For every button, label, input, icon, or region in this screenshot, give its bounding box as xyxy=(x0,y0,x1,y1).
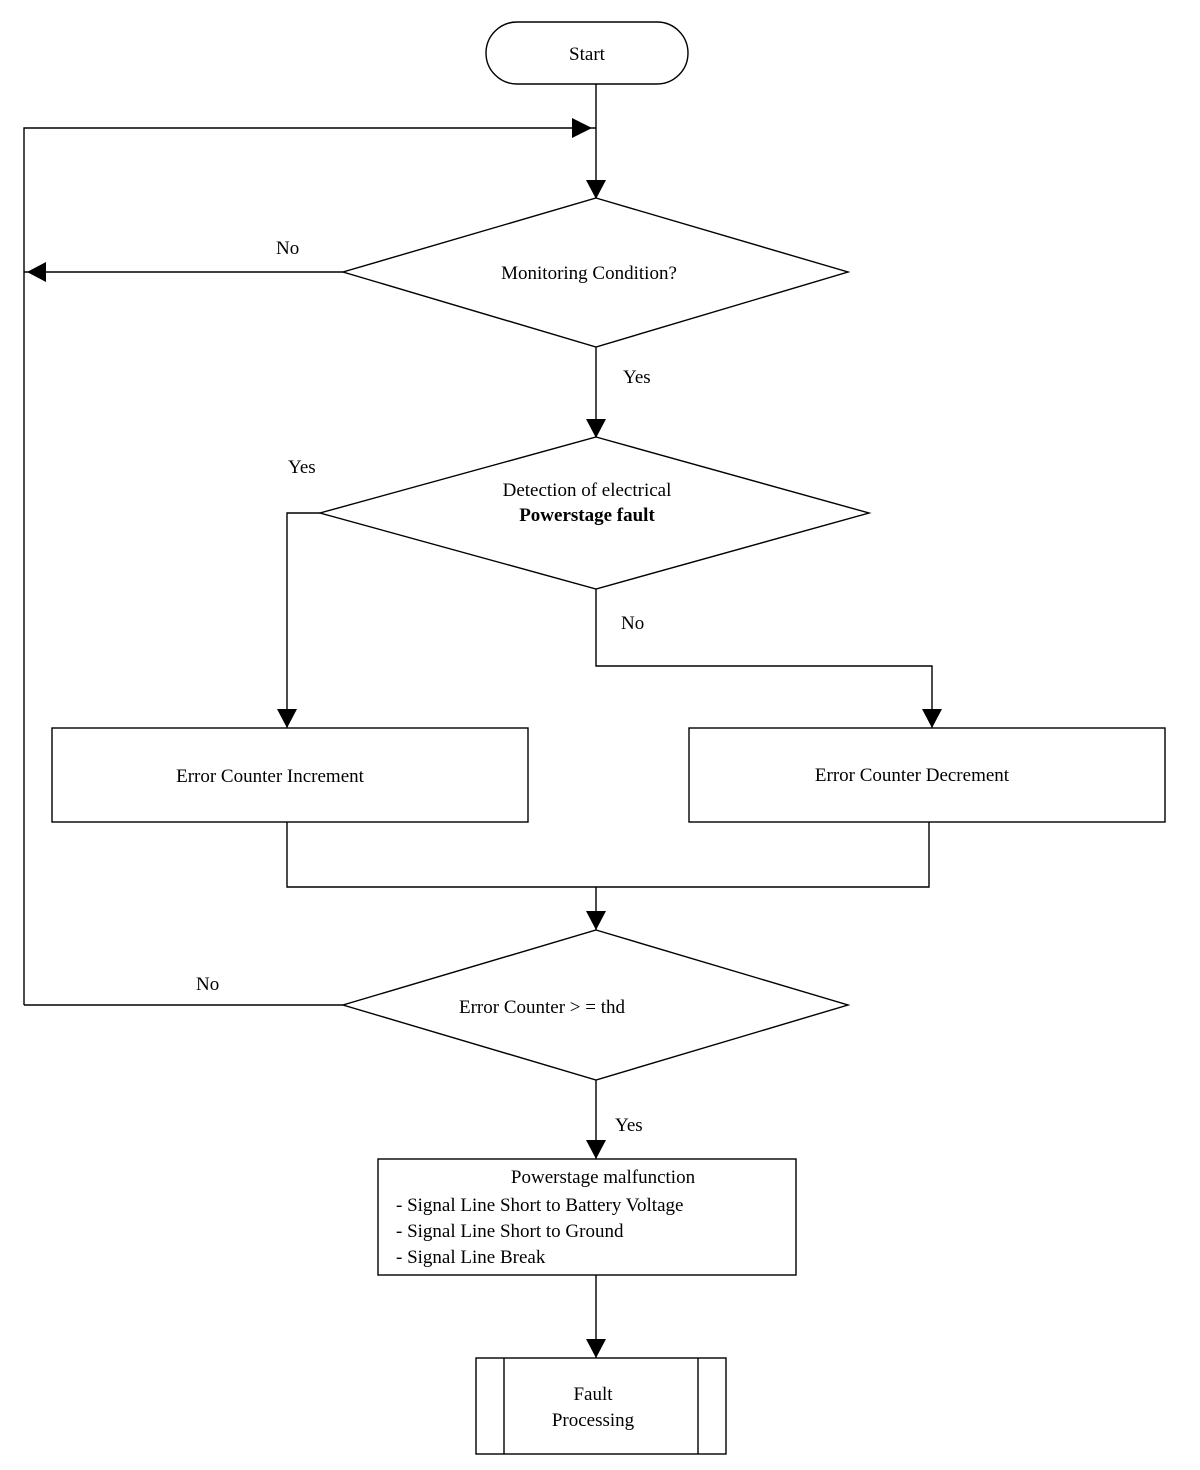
fault-processing-label-line2: Processing xyxy=(552,1410,635,1431)
malfunction-item: - Signal Line Short to Battery Voltage xyxy=(396,1195,683,1216)
malfunction-title: Powerstage malfunction xyxy=(511,1167,696,1188)
arrowhead-into-malfunction xyxy=(586,1140,606,1159)
arrowhead-into-decrement xyxy=(922,709,942,728)
arrowhead-into-threshold xyxy=(586,911,606,930)
arrowhead-into-monitoring xyxy=(586,180,606,199)
threshold-no-label: No xyxy=(196,974,219,995)
detection-label-line2: Powerstage fault xyxy=(519,505,655,526)
error-counter-increment-label: Error Counter Increment xyxy=(176,766,365,787)
monitoring-yes-label: Yes xyxy=(623,367,651,388)
malfunction-item: - Signal Line Break xyxy=(396,1247,546,1268)
connector-increment-merge xyxy=(286,822,596,888)
arrowhead-loop-top xyxy=(572,118,592,138)
arrowhead-into-detection xyxy=(586,419,606,438)
malfunction-item: - Signal Line Short to Ground xyxy=(396,1221,624,1242)
arrowhead-into-fault xyxy=(586,1339,606,1358)
connector-decrement-merge xyxy=(596,822,930,888)
connector-detection-no xyxy=(595,589,933,728)
monitoring-condition-label: Monitoring Condition? xyxy=(501,263,677,284)
fault-processing-box xyxy=(475,1357,727,1455)
start-terminal xyxy=(485,21,689,85)
threshold-yes-label: Yes xyxy=(615,1115,643,1136)
connector-detection-yes xyxy=(286,512,320,728)
detection-label-line1: Detection of electrical xyxy=(503,480,672,501)
fault-processing-label-line1: Fault xyxy=(573,1384,613,1405)
arrowhead-into-increment xyxy=(277,709,297,728)
error-counter-increment-box xyxy=(51,727,529,823)
powerstage-malfunction-box xyxy=(377,1158,797,1276)
threshold-label: Error Counter > = thd xyxy=(459,997,626,1018)
start-label: Start xyxy=(569,44,606,65)
monitoring-no-label: No xyxy=(276,238,299,259)
detection-no-label: No xyxy=(621,613,644,634)
arrowhead-monitoring-no xyxy=(27,262,46,282)
detection-yes-label: Yes xyxy=(288,457,316,478)
connector-loop-top xyxy=(23,127,596,1005)
error-counter-decrement-label: Error Counter Decrement xyxy=(815,765,1010,786)
error-counter-decrement-box xyxy=(688,727,1166,823)
